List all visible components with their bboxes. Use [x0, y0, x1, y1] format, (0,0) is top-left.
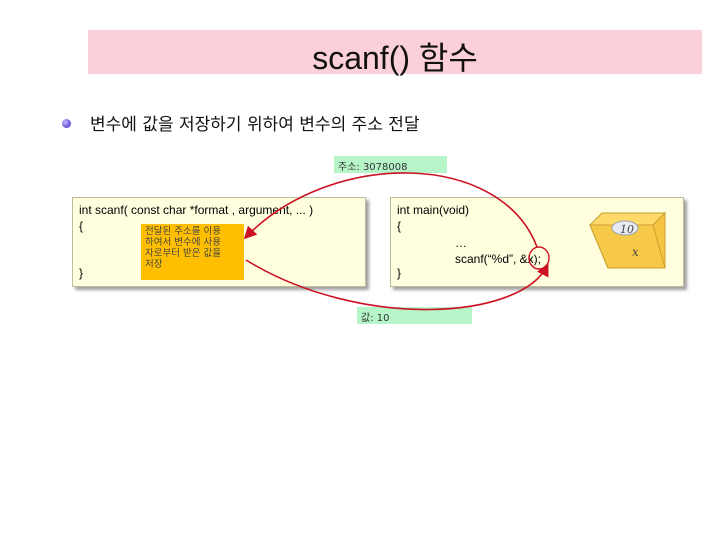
- value-label: 값: 10: [357, 307, 472, 324]
- variable-box-icon: [588, 211, 667, 269]
- note-line: 자로부터 받은 값을: [145, 248, 221, 259]
- note-line: 하여서 변수에 사용: [145, 237, 221, 248]
- page-title: scanf() 함수: [312, 40, 478, 76]
- value-arrow: [245, 259, 549, 311]
- variable-value-text: 10: [620, 223, 634, 236]
- scanf-call-line: scanf(“%d”, &x);: [455, 252, 542, 266]
- variable-name-text: x: [632, 245, 639, 259]
- main-signature-line: int main(void): [397, 203, 470, 217]
- scanf-signature-line: int scanf( const char *format , argument…: [79, 203, 314, 217]
- address-operator-circle: [528, 246, 550, 270]
- open-brace: {: [79, 219, 84, 233]
- note-box: 전달된 주소를 이용 하여서 변수에 사용 자로부터 받은 값을 저장: [141, 224, 244, 280]
- close-brace: }: [79, 266, 84, 280]
- close-brace: }: [397, 266, 402, 280]
- note-line: 저장: [145, 259, 163, 270]
- value-ball: [611, 220, 639, 236]
- title-bar: scanf() 함수: [88, 30, 702, 76]
- bullet-icon: [62, 119, 71, 128]
- ellipsis-line: …: [455, 236, 467, 250]
- note-line: 전달된 주소를 이용: [145, 226, 221, 237]
- address-arrow: [243, 172, 538, 248]
- open-brace: {: [397, 219, 402, 233]
- bullet-text: 변수에 값을 저장하기 위하여 변수의 주소 전달: [90, 115, 420, 135]
- address-label: 주소: 3078008: [334, 156, 447, 173]
